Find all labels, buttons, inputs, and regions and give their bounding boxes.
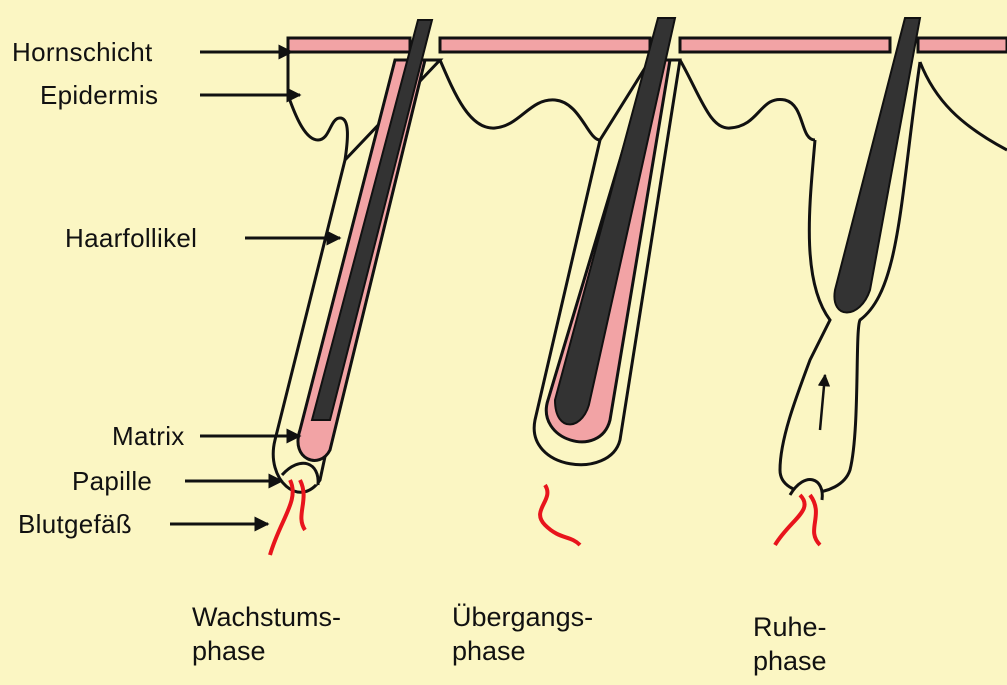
phase-growth-caption: Wachstums- phase — [192, 600, 341, 668]
phase-resting-line2: phase — [753, 644, 827, 678]
label-matrix: Matrix — [112, 421, 185, 451]
label-haarfollikel: Haarfollikel — [65, 223, 197, 253]
phase-resting-line1: Ruhe- — [753, 610, 827, 644]
phase-resting-caption: Ruhe- phase — [753, 610, 827, 678]
phase-transition-caption: Übergangs- phase — [452, 600, 593, 668]
blood-vessel-2 — [540, 485, 580, 545]
phase-transition-line2: phase — [452, 634, 593, 668]
label-hornschicht: Hornschicht — [12, 37, 153, 67]
migration-arrow — [820, 375, 825, 430]
label-epidermis: Epidermis — [40, 80, 158, 110]
blood-vessel-3 — [775, 495, 820, 545]
phase-growth-line1: Wachstums- — [192, 600, 341, 634]
follicle-catagen — [534, 18, 680, 545]
label-papille: Papille — [72, 466, 152, 496]
phase-growth-line2: phase — [192, 634, 341, 668]
label-blutgefaess: Blutgefäß — [18, 509, 132, 539]
phase-transition-line1: Übergangs- — [452, 600, 593, 634]
papilla-3 — [790, 480, 822, 500]
follicle-anagen — [270, 20, 440, 555]
follicle-telogen — [775, 18, 920, 545]
